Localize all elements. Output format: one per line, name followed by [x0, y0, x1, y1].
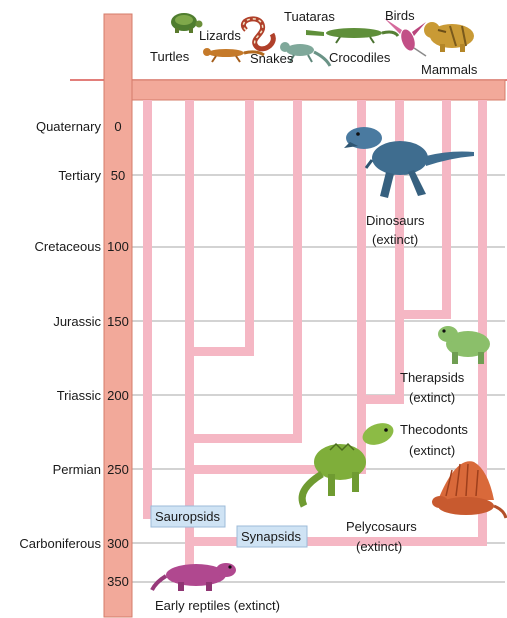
- pelycosaurs-label: Pelycosaurs: [346, 519, 417, 534]
- tick-150: 150: [107, 314, 129, 329]
- group-label-birds: Birds: [385, 8, 415, 23]
- pelycosaurs-status: (extinct): [356, 539, 402, 554]
- snake-icon: [243, 19, 273, 49]
- top-band: [132, 80, 505, 100]
- early-reptile-icon: [152, 563, 236, 591]
- period-triassic: Triassic: [57, 388, 102, 403]
- group-labels: Turtles Lizards Snakes Tuataras Crocodil…: [150, 8, 478, 77]
- early-reptiles-label: Early reptiles (extinct): [155, 598, 280, 613]
- sauropsids-label: Sauropsids: [155, 509, 221, 524]
- crocodile-icon: [306, 28, 398, 43]
- period-permian: Permian: [53, 462, 101, 477]
- tick-300: 300: [107, 536, 129, 551]
- tick-250: 250: [107, 462, 129, 477]
- period-carboniferous: Carboniferous: [19, 536, 101, 551]
- thecodont-icon: [302, 419, 396, 506]
- tick-100: 100: [107, 239, 129, 254]
- tick-0: 0: [114, 119, 121, 134]
- tick-50: 50: [111, 168, 125, 183]
- phylogeny-branches: [143, 100, 487, 565]
- tick-200: 200: [107, 388, 129, 403]
- period-tertiary: Tertiary: [58, 168, 101, 183]
- synapsids-chip: Synapsids: [237, 526, 307, 547]
- group-label-tuataras: Tuataras: [284, 9, 335, 24]
- thecodonts-status: (extinct): [409, 443, 455, 458]
- group-label-lizards: Lizards: [199, 28, 241, 43]
- turtle-icon: [171, 13, 203, 33]
- sauropsids-chip: Sauropsids: [151, 506, 225, 527]
- dinosaurs-status: (extinct): [372, 232, 418, 247]
- therapsids-status: (extinct): [409, 390, 455, 405]
- therapsids-label: Therapsids: [400, 370, 465, 385]
- group-label-turtles: Turtles: [150, 49, 190, 64]
- synapsids-label: Synapsids: [241, 529, 301, 544]
- period-labels: Quaternary Tertiary Cretaceous Jurassic …: [19, 119, 101, 551]
- group-label-crocodiles: Crocodiles: [329, 50, 391, 65]
- period-cretaceous: Cretaceous: [35, 239, 102, 254]
- group-label-mammals: Mammals: [421, 62, 478, 77]
- period-quaternary: Quaternary: [36, 119, 102, 134]
- pelycosaur-icon: [432, 461, 506, 518]
- mammal-icon: [424, 22, 474, 52]
- dinosaurs-label: Dinosaurs: [366, 213, 425, 228]
- tick-350: 350: [107, 574, 129, 589]
- thecodonts-label: Thecodonts: [400, 422, 468, 437]
- period-jurassic: Jurassic: [53, 314, 101, 329]
- group-label-snakes: Snakes: [250, 51, 294, 66]
